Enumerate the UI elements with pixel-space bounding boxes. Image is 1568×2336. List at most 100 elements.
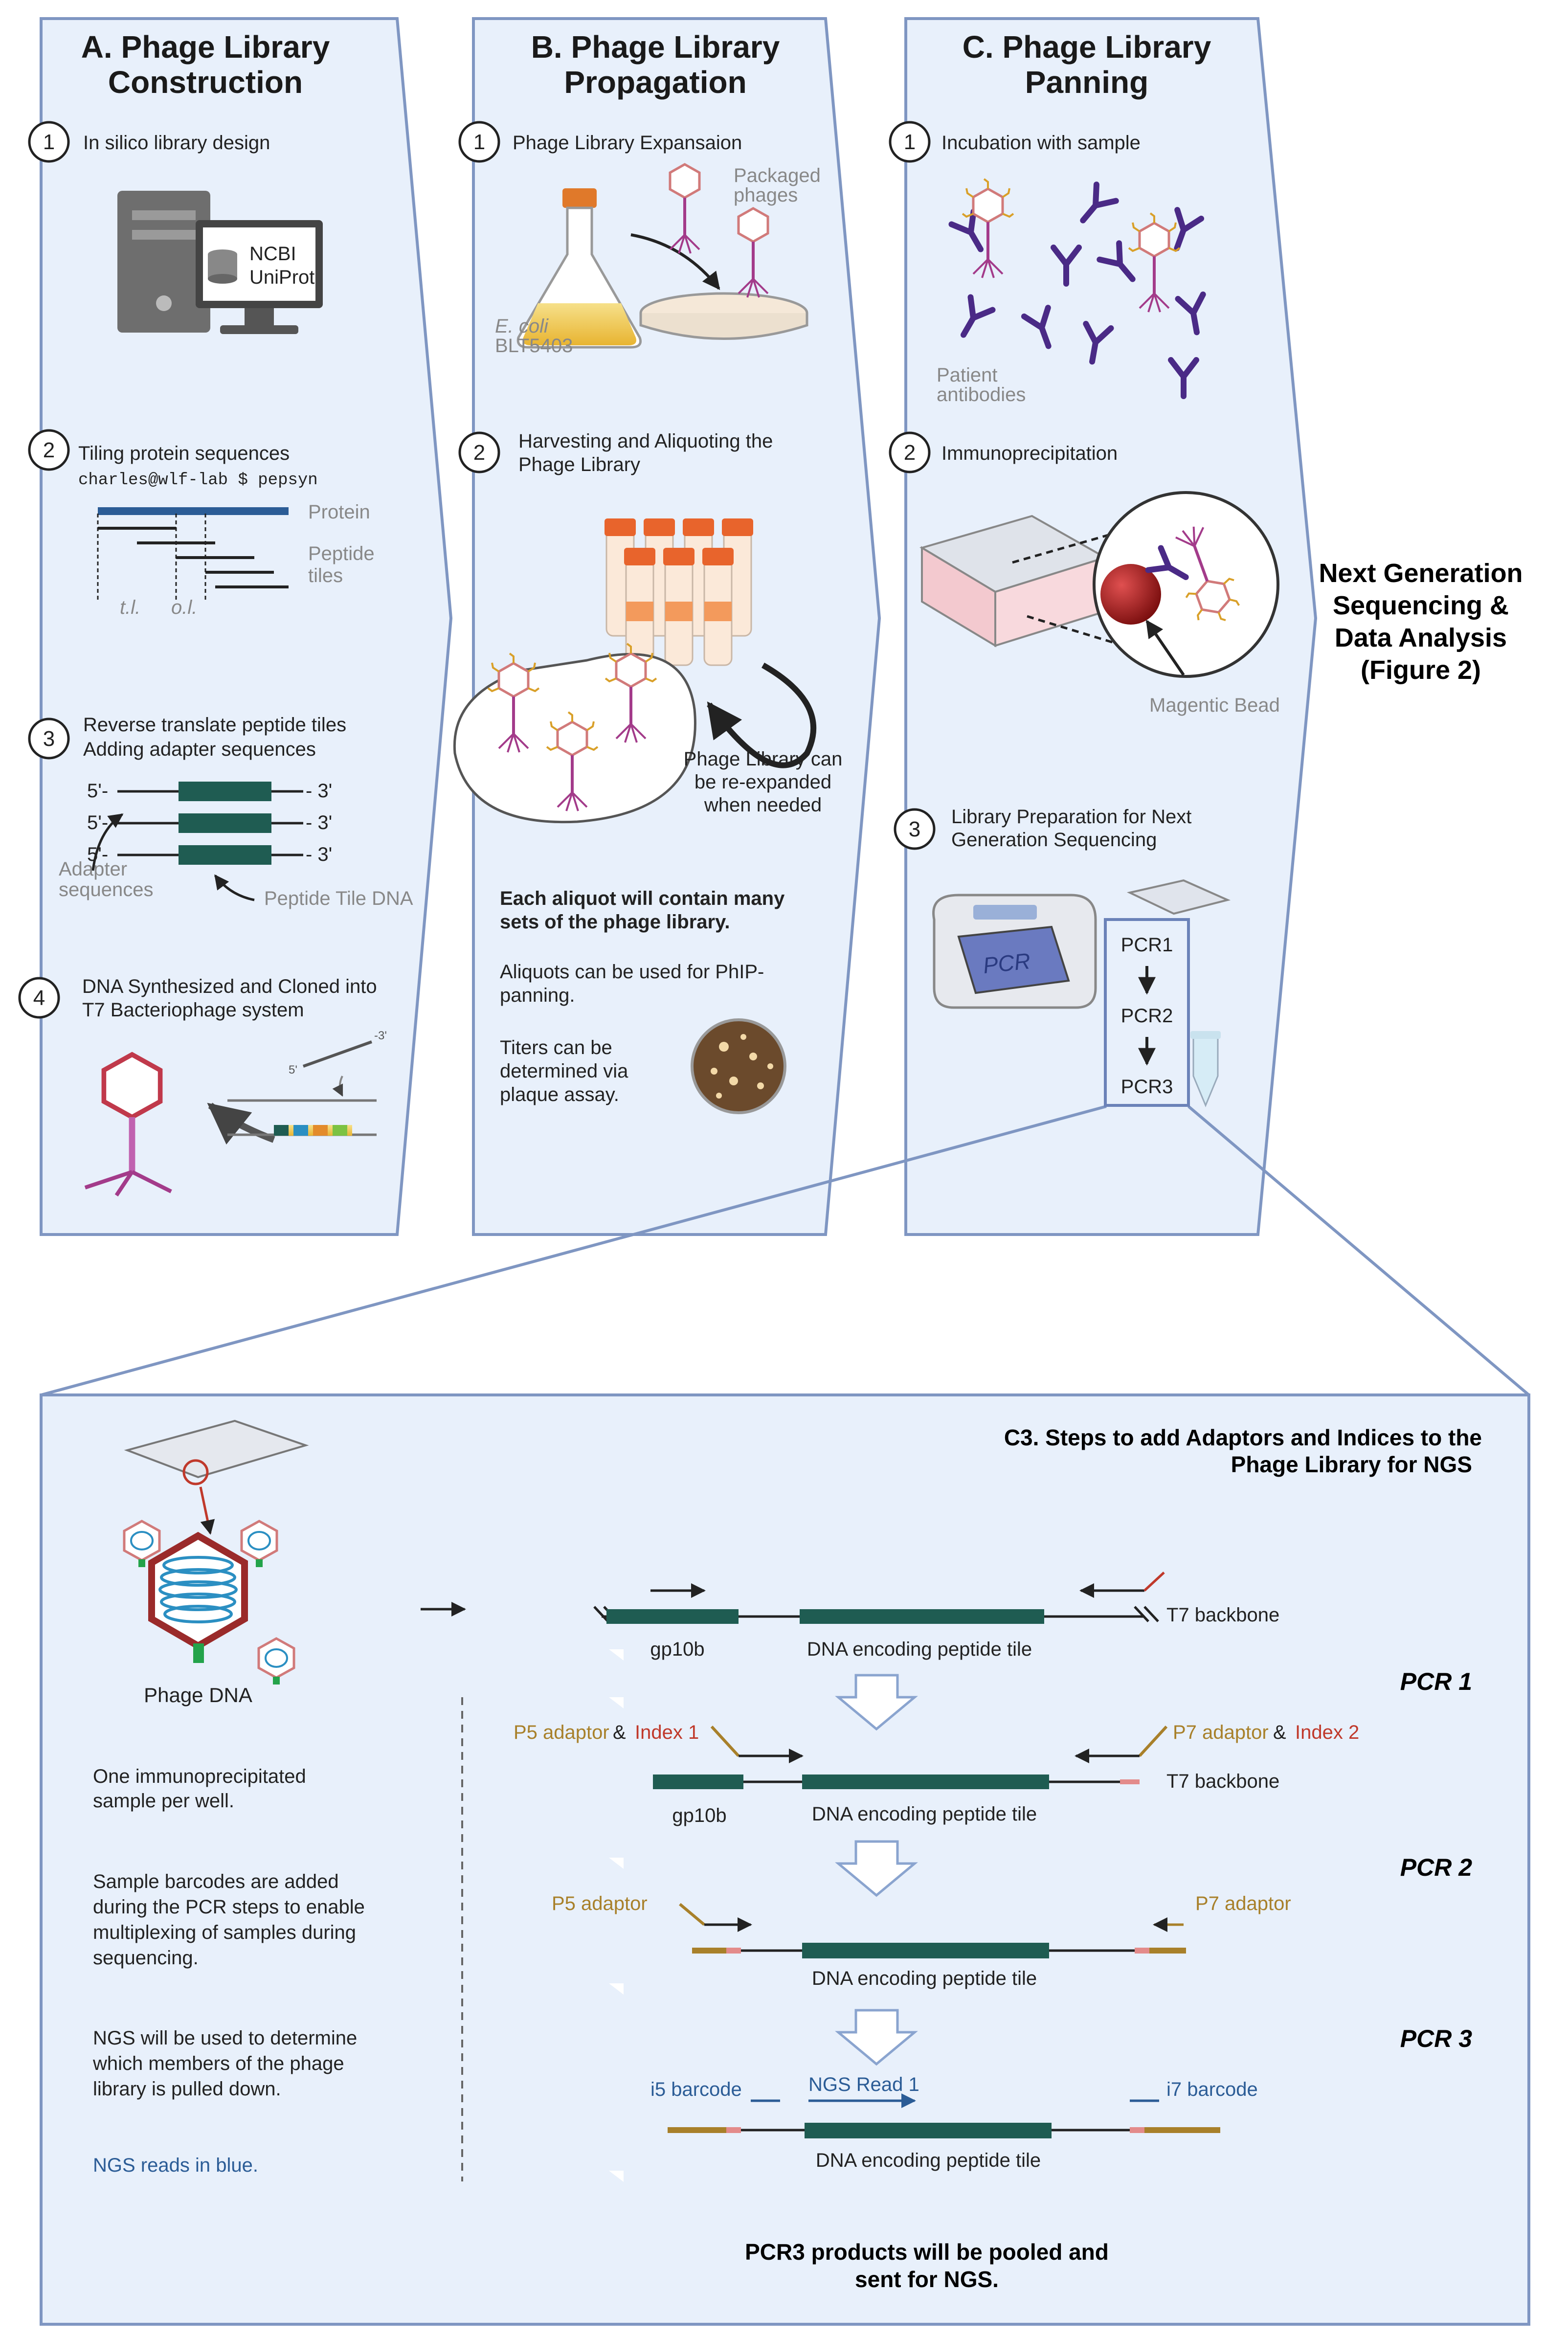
protein-label: Protein bbox=[308, 501, 370, 523]
ngs-read-label: NGS Read 1 bbox=[808, 2074, 919, 2095]
marker-triangle bbox=[609, 1983, 624, 1995]
dna-tile-label: DNA encoding peptide tile bbox=[807, 1639, 1032, 1660]
step-number: 1 bbox=[904, 130, 916, 154]
three-prime-label: - 3' bbox=[306, 780, 332, 802]
c3-note4: NGS reads in blue. bbox=[93, 2155, 258, 2176]
db-ncbi: NCBI bbox=[249, 243, 296, 265]
three-prime-label: - 3' bbox=[306, 812, 332, 833]
five-prime-label: 5'- bbox=[87, 780, 108, 802]
ngs-label-1: Next Generation bbox=[1319, 559, 1523, 588]
p5-adaptor-label: P5 adaptor bbox=[514, 1722, 609, 1743]
b-note-bold-2: sets of the phage library. bbox=[500, 911, 730, 933]
small-phage-icons bbox=[123, 1520, 295, 1685]
panel-c-title-2: Panning bbox=[1025, 65, 1148, 100]
step-number: 2 bbox=[43, 438, 55, 462]
step-number-badge bbox=[28, 429, 70, 471]
t7-backbone-construct bbox=[593, 1606, 1159, 1624]
step-number-badge bbox=[889, 431, 931, 473]
pcr-machine-label: PCR bbox=[982, 948, 1031, 978]
well-zoom-arrow bbox=[199, 1486, 215, 1535]
re-expand-label-1: Phage Library can bbox=[684, 748, 843, 770]
pcr2-step-arrow bbox=[835, 1840, 918, 1897]
pcr3-step-arrow bbox=[835, 2009, 918, 2066]
p7-primer-tail bbox=[1138, 1725, 1168, 1757]
c3-note1-2: sample per well. bbox=[93, 1790, 234, 1812]
pcr3-construct bbox=[668, 2123, 1220, 2138]
p5-primer-tail-2 bbox=[679, 1903, 705, 1926]
b-note-bold-1: Each aliquot will contain many bbox=[500, 888, 785, 909]
b-note-3-2: determined via bbox=[500, 1060, 628, 1082]
c3-label-1: Library Preparation for Next bbox=[951, 806, 1191, 828]
tile-length-label: t.l. bbox=[120, 597, 140, 618]
step-number-badge bbox=[28, 718, 70, 760]
adapter-constructs: 5'- 5'- 5'- - 3' - 3' - 3' bbox=[87, 780, 332, 865]
re-expand-arrow bbox=[707, 662, 817, 768]
step-number-badge bbox=[894, 808, 936, 850]
pcr1-construct bbox=[653, 1774, 1140, 1789]
peptide-tiles-label-2: tiles bbox=[308, 565, 343, 586]
ngs-label-4: (Figure 2) bbox=[1361, 655, 1481, 685]
c3-note1-1: One immunoprecipitated bbox=[93, 1766, 306, 1787]
step-number: 3 bbox=[43, 727, 55, 751]
c3-title-1: C3. Steps to add Adaptors and Indices to… bbox=[1004, 1425, 1482, 1450]
three-prime-label: - 3' bbox=[306, 844, 332, 865]
c3-note2-3: multiplexing of samples during bbox=[93, 1922, 356, 1943]
step-number-badge bbox=[889, 121, 931, 163]
b-note-2-2: panning. bbox=[500, 985, 575, 1006]
c1-label: Incubation with sample bbox=[941, 132, 1141, 154]
bead-arrow bbox=[1145, 620, 1185, 676]
panel-b-title-2: Propagation bbox=[564, 65, 746, 100]
panel-a-background bbox=[40, 17, 453, 1236]
a4-label-1: DNA Synthesized and Cloned into bbox=[82, 976, 377, 997]
pcr-steps-box bbox=[1104, 918, 1190, 1107]
step-number: 2 bbox=[904, 441, 916, 465]
c3-note2-4: sequencing. bbox=[93, 1947, 199, 1969]
pcr-plate-icon bbox=[1126, 879, 1231, 915]
synthetic-oligo: 5' -3' bbox=[289, 1029, 387, 1097]
phage-dna-icon bbox=[148, 1531, 248, 1663]
c3-title-2: Phage Library for NGS bbox=[1231, 1452, 1472, 1477]
marker-triangle bbox=[609, 1697, 624, 1708]
amp-label: & bbox=[1273, 1722, 1286, 1743]
index1-label: Index 1 bbox=[635, 1722, 699, 1743]
ngs-label-2: Sequencing & bbox=[1333, 591, 1509, 620]
t7-vector-dna bbox=[227, 1099, 377, 1136]
adapter-arrow bbox=[91, 813, 124, 871]
eppendorf-tube-icon bbox=[1190, 1031, 1221, 1107]
marker-triangle bbox=[609, 1649, 624, 1661]
pcr3-step-label: PCR 3 bbox=[1400, 2025, 1472, 2052]
patient-antibodies-label-1: Patient bbox=[937, 364, 998, 386]
a1-label: In silico library design bbox=[83, 132, 270, 154]
dna-tile-label-2: DNA encoding peptide tile bbox=[812, 1803, 1037, 1825]
b-note-3-3: plaque assay. bbox=[500, 1084, 619, 1105]
c2-label: Immunoprecipitation bbox=[941, 443, 1118, 464]
dna-tile-label-3: DNA encoding peptide tile bbox=[812, 1968, 1037, 1989]
well-plate-small-icon bbox=[124, 1419, 309, 1485]
peptide-tiles-label-1: Peptide bbox=[308, 543, 375, 564]
zoom-circle bbox=[1093, 491, 1279, 678]
c3-note3-1: NGS will be used to determine bbox=[93, 2027, 357, 2049]
reverse-primer-tail bbox=[1143, 1572, 1165, 1592]
ngs-label-3: Data Analysis bbox=[1335, 623, 1507, 652]
t7-phage-icon bbox=[84, 1052, 172, 1197]
gp10b-label-2: gp10b bbox=[672, 1805, 726, 1826]
a2-command: charles@wlf-lab $ pepsyn bbox=[78, 471, 318, 490]
pcr1-step-label: PCR 1 bbox=[1400, 1668, 1472, 1695]
final-note-2: sent for NGS. bbox=[855, 2267, 999, 2292]
step-number-badge bbox=[458, 121, 500, 163]
c3-note3-3: library is pulled down. bbox=[93, 2078, 281, 2100]
dna-tile-label-4: DNA encoding peptide tile bbox=[816, 2150, 1041, 2171]
marker-triangle bbox=[609, 2171, 624, 2182]
magnetic-bead-icon bbox=[1100, 564, 1161, 625]
marker-triangle bbox=[609, 1858, 624, 1869]
step-number: 4 bbox=[33, 986, 45, 1010]
final-note-1: PCR3 products will be pooled and bbox=[745, 2239, 1109, 2265]
phage-dna-label: Phage DNA bbox=[144, 1684, 252, 1707]
pcr2-step-label: PCR 2 bbox=[1400, 1854, 1472, 1881]
step-number-badge bbox=[28, 121, 70, 163]
step-number: 1 bbox=[473, 130, 485, 154]
b-note-3-1: Titers can be bbox=[500, 1037, 612, 1058]
panel-c-title-1: C. Phage Library bbox=[963, 29, 1211, 65]
i7-barcode-label: i7 barcode bbox=[1166, 2079, 1258, 2100]
